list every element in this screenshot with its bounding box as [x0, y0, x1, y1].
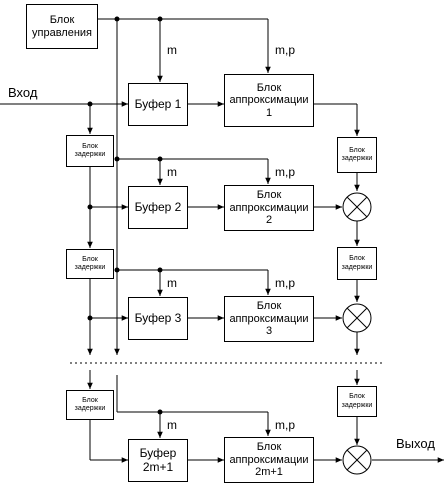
buffer-block-2: Буфер 2 — [128, 186, 188, 229]
approx-block-1: Блок аппроксимации 1 — [224, 74, 314, 127]
approx-block-last: Блок аппроксимации 2m+1 — [224, 437, 314, 483]
multiplier-icon-last — [342, 445, 372, 475]
multiplier-icon-2 — [342, 192, 372, 222]
multiplier-icon-3 — [342, 303, 372, 333]
approx-label-index: 3 — [265, 325, 273, 338]
param-mp-label-3: m,p — [275, 276, 296, 290]
delay-block-right-1: Блок задержки — [337, 137, 377, 173]
param-mp-label-4: m,p — [275, 418, 296, 432]
approx-label-line2: аппроксимации — [229, 312, 309, 325]
buffer-block-3: Буфер 3 — [128, 297, 188, 340]
approx-label-line1: Блок — [256, 300, 282, 313]
param-m-label-4: m — [167, 418, 177, 432]
approx-label-line1: Блок — [256, 81, 282, 94]
approx-label-index: 1 — [265, 106, 273, 119]
delay-label-line1: Блок — [82, 396, 98, 404]
param-mp-label-1: m,p — [275, 43, 296, 57]
approx-label-line2: аппроксимации — [229, 94, 309, 107]
delay-block-left-last: Блок задержки — [66, 390, 114, 420]
buffer-block-last: Буфер 2m+1 — [128, 439, 188, 482]
param-m-label-3: m — [167, 276, 177, 290]
approx-block-3: Блок аппроксимации 3 — [224, 296, 314, 342]
param-m-label-2: m — [167, 165, 177, 179]
buffer-label: Буфер 2 — [134, 199, 182, 214]
junction-dots — [87, 16, 163, 415]
delay-block-right-2: Блок задержки — [337, 247, 377, 280]
delay-label-line1: Блок — [349, 393, 365, 401]
delay-label-line2: задержки — [341, 155, 373, 162]
param-m-label-1: m — [167, 43, 177, 57]
control-block-line2: управления — [32, 26, 92, 39]
param-mp-label-2: m,p — [275, 165, 296, 179]
delay-block-right-last: Блок задержки — [337, 386, 377, 417]
buffer-label: Буфер — [139, 445, 177, 460]
approx-label-line1: Блок — [256, 189, 282, 202]
approx-label-line2: аппроксимации — [229, 201, 309, 214]
control-block: Блок управления — [26, 4, 98, 49]
control-block-line1: Блок — [49, 13, 75, 26]
input-label: Вход — [8, 85, 38, 100]
delay-label-line2: задержки — [74, 264, 106, 271]
buffer-label: Буфер 1 — [134, 96, 182, 111]
delay-label-line1: Блок — [82, 142, 98, 150]
delay-label-line2: задержки — [74, 151, 106, 158]
delay-block-left-1: Блок задержки — [66, 135, 114, 167]
delay-label-line2: задержки — [341, 263, 373, 271]
buffer-block-1: Буфер 1 — [128, 83, 188, 126]
delay-label-line2: задержки — [74, 405, 106, 412]
approx-label-line1: Блок — [256, 441, 282, 454]
delay-label-line1: Блок — [349, 255, 365, 263]
delay-label-line1: Блок — [82, 255, 98, 263]
approx-block-2: Блок аппроксимации 2 — [224, 185, 314, 231]
delay-label-line2: задержки — [341, 401, 373, 409]
delay-block-left-2: Блок задержки — [66, 249, 114, 279]
approx-label-line2: аппроксимации — [229, 453, 309, 466]
approx-label-index: 2m+1 — [255, 466, 283, 479]
output-label: Выход — [396, 436, 435, 451]
approx-label-index: 2 — [265, 214, 273, 227]
buffer-label-index: 2m+1 — [142, 459, 174, 474]
buffer-label: Буфер 3 — [134, 310, 182, 325]
delay-label-line1: Блок — [349, 146, 365, 154]
